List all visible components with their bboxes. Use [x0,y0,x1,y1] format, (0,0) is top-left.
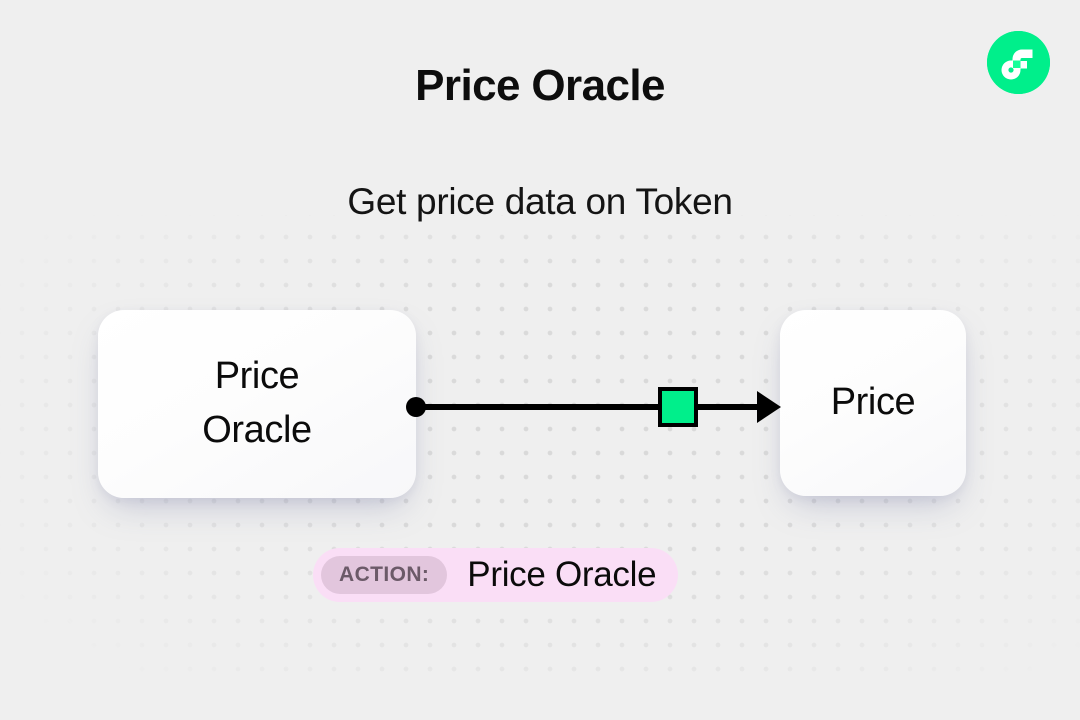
edge-action-marker[interactable] [658,387,698,427]
page-title: Price Oracle [415,61,665,110]
node-label: Price Oracle [202,355,312,451]
flow-logo-icon [987,31,1050,94]
action-badge[interactable]: ACTION: Price Oracle [313,548,679,602]
action-badge-value: Price Oracle [467,555,657,594]
node-label: Price [830,381,916,424]
page-subtitle: Get price data on Token [347,181,733,222]
node-card-price[interactable]: Price [780,310,966,496]
action-badge-tag: ACTION: [321,556,448,594]
edge-arrow-icon [757,391,781,423]
node-card-price-oracle[interactable]: Price Oracle [98,310,416,498]
